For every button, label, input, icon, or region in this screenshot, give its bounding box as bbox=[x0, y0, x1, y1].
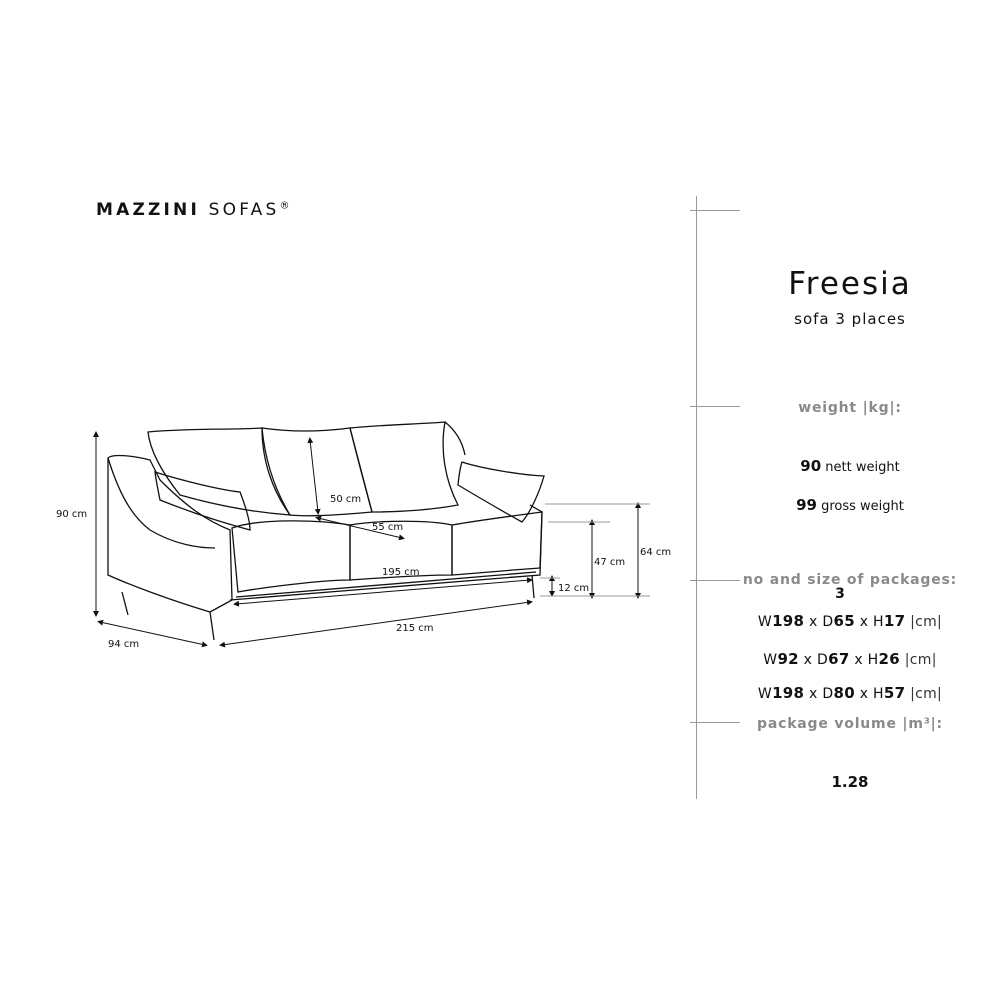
gross-weight-value: 99 bbox=[796, 496, 817, 514]
sofa-outline bbox=[107, 421, 545, 641]
packages-label: no and size of packages: bbox=[742, 572, 958, 588]
seat-height-label: 47 cm bbox=[594, 557, 625, 568]
divider-tick bbox=[690, 580, 740, 581]
height-label: 90 cm bbox=[56, 509, 87, 520]
arm-height-label: 64 cm bbox=[640, 547, 671, 558]
dimension-guides bbox=[540, 503, 650, 597]
nett-weight-row: 90 nett weight bbox=[760, 457, 940, 475]
brand-name-light: SOFAS bbox=[208, 200, 280, 220]
product-subtitle: sofa 3 places bbox=[794, 310, 906, 328]
weight-label: weight |kg|: bbox=[798, 400, 902, 416]
dimension-arrows bbox=[93, 431, 641, 648]
gross-weight-row: 99 gross weight bbox=[760, 496, 940, 514]
divider-tick bbox=[690, 210, 740, 211]
depth-label: 94 cm bbox=[108, 639, 139, 650]
nett-weight-value: 90 bbox=[800, 457, 822, 475]
registered-mark: ® bbox=[279, 200, 290, 212]
product-title: Freesia bbox=[788, 266, 912, 302]
divider-tick bbox=[690, 722, 740, 723]
back-height-label: 50 cm bbox=[330, 494, 361, 505]
seat-width-label: 195 cm bbox=[382, 567, 420, 578]
brand-logo: MAZZINI SOFAS® bbox=[96, 200, 289, 220]
packages-count: 3 bbox=[835, 586, 845, 602]
leg-height-label: 12 cm bbox=[558, 583, 589, 594]
volume-value: 1.28 bbox=[831, 773, 869, 791]
seat-depth-label: 55 cm bbox=[372, 522, 403, 533]
nett-weight-label: nett weight bbox=[825, 460, 900, 475]
volume-label: package volume |m³|: bbox=[757, 716, 943, 732]
package-row: W92 x D67 x H26 |cm| bbox=[763, 650, 937, 668]
brand-name-bold: MAZZINI bbox=[96, 200, 201, 220]
package-row: W198 x D80 x H57 |cm| bbox=[757, 684, 943, 702]
gross-weight-label: gross weight bbox=[821, 499, 904, 514]
package-row: W198 x D65 x H17 |cm| bbox=[757, 612, 943, 630]
vertical-divider bbox=[696, 196, 697, 799]
divider-tick bbox=[690, 406, 740, 407]
width-label: 215 cm bbox=[396, 623, 434, 634]
